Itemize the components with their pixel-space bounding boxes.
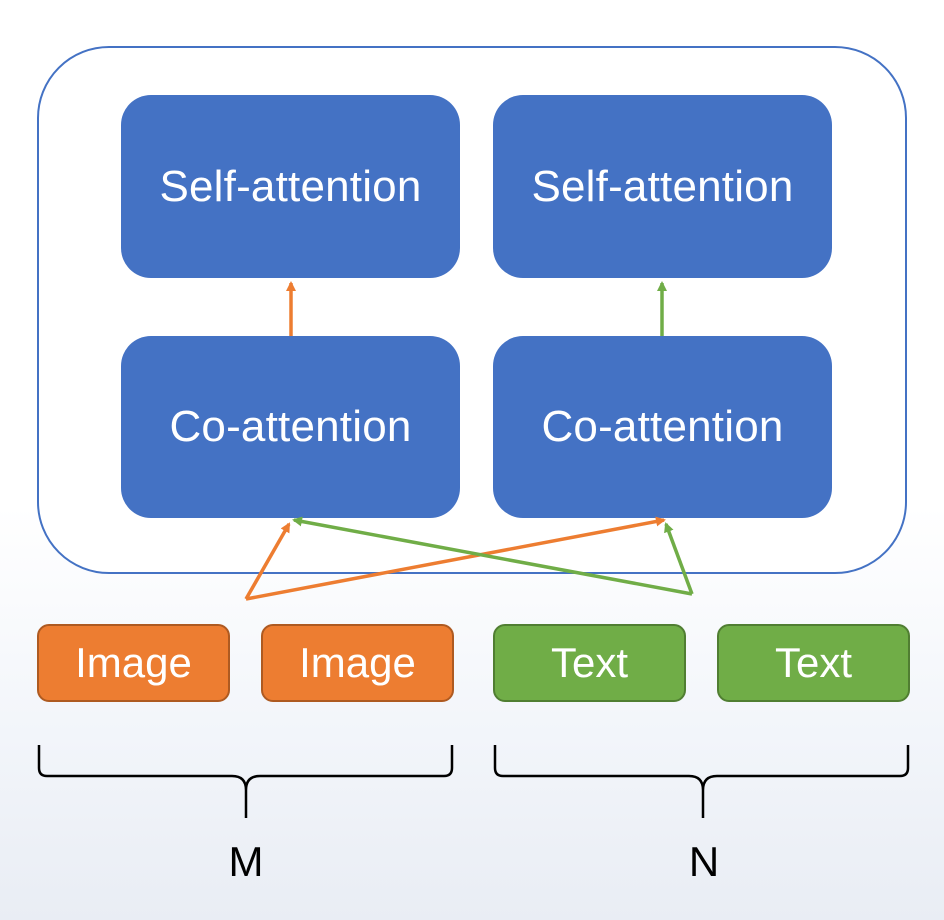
image-token-2: Image [261, 624, 454, 702]
image-to-text-co-attention-arrow [245, 516, 666, 601]
image-count-label: M [228, 838, 264, 885]
image-tokens-brace [37, 745, 454, 818]
image-self-attention-block: Self-attention [121, 95, 460, 278]
text-count-label: N [688, 838, 720, 885]
image-self-attention-label: Self-attention [159, 161, 422, 211]
text-co-attention-block: Co-attention [493, 336, 832, 518]
text-token-2-label: Text [774, 639, 853, 686]
text-token-1-label: Text [550, 639, 629, 686]
text-co-attention-label: Co-attention [541, 402, 784, 451]
text-tokens-brace [493, 745, 910, 818]
image-token-1-label: Image [75, 639, 192, 686]
image-co-attention-block: Co-attention [121, 336, 460, 518]
text-self-attention-label: Self-attention [531, 161, 794, 211]
text-self-attention-block: Self-attention [493, 95, 832, 278]
text-to-image-co-attention-arrow [292, 516, 693, 596]
image-token-2-label: Image [299, 639, 416, 686]
text-token-2: Text [717, 624, 910, 702]
image-to-image-co-attention-arrow [244, 522, 291, 600]
text-token-1: Text [493, 624, 686, 702]
image-token-1: Image [37, 624, 230, 702]
image-co-attention-label: Co-attention [169, 402, 412, 451]
text-to-text-co-attention-arrow [664, 522, 694, 595]
